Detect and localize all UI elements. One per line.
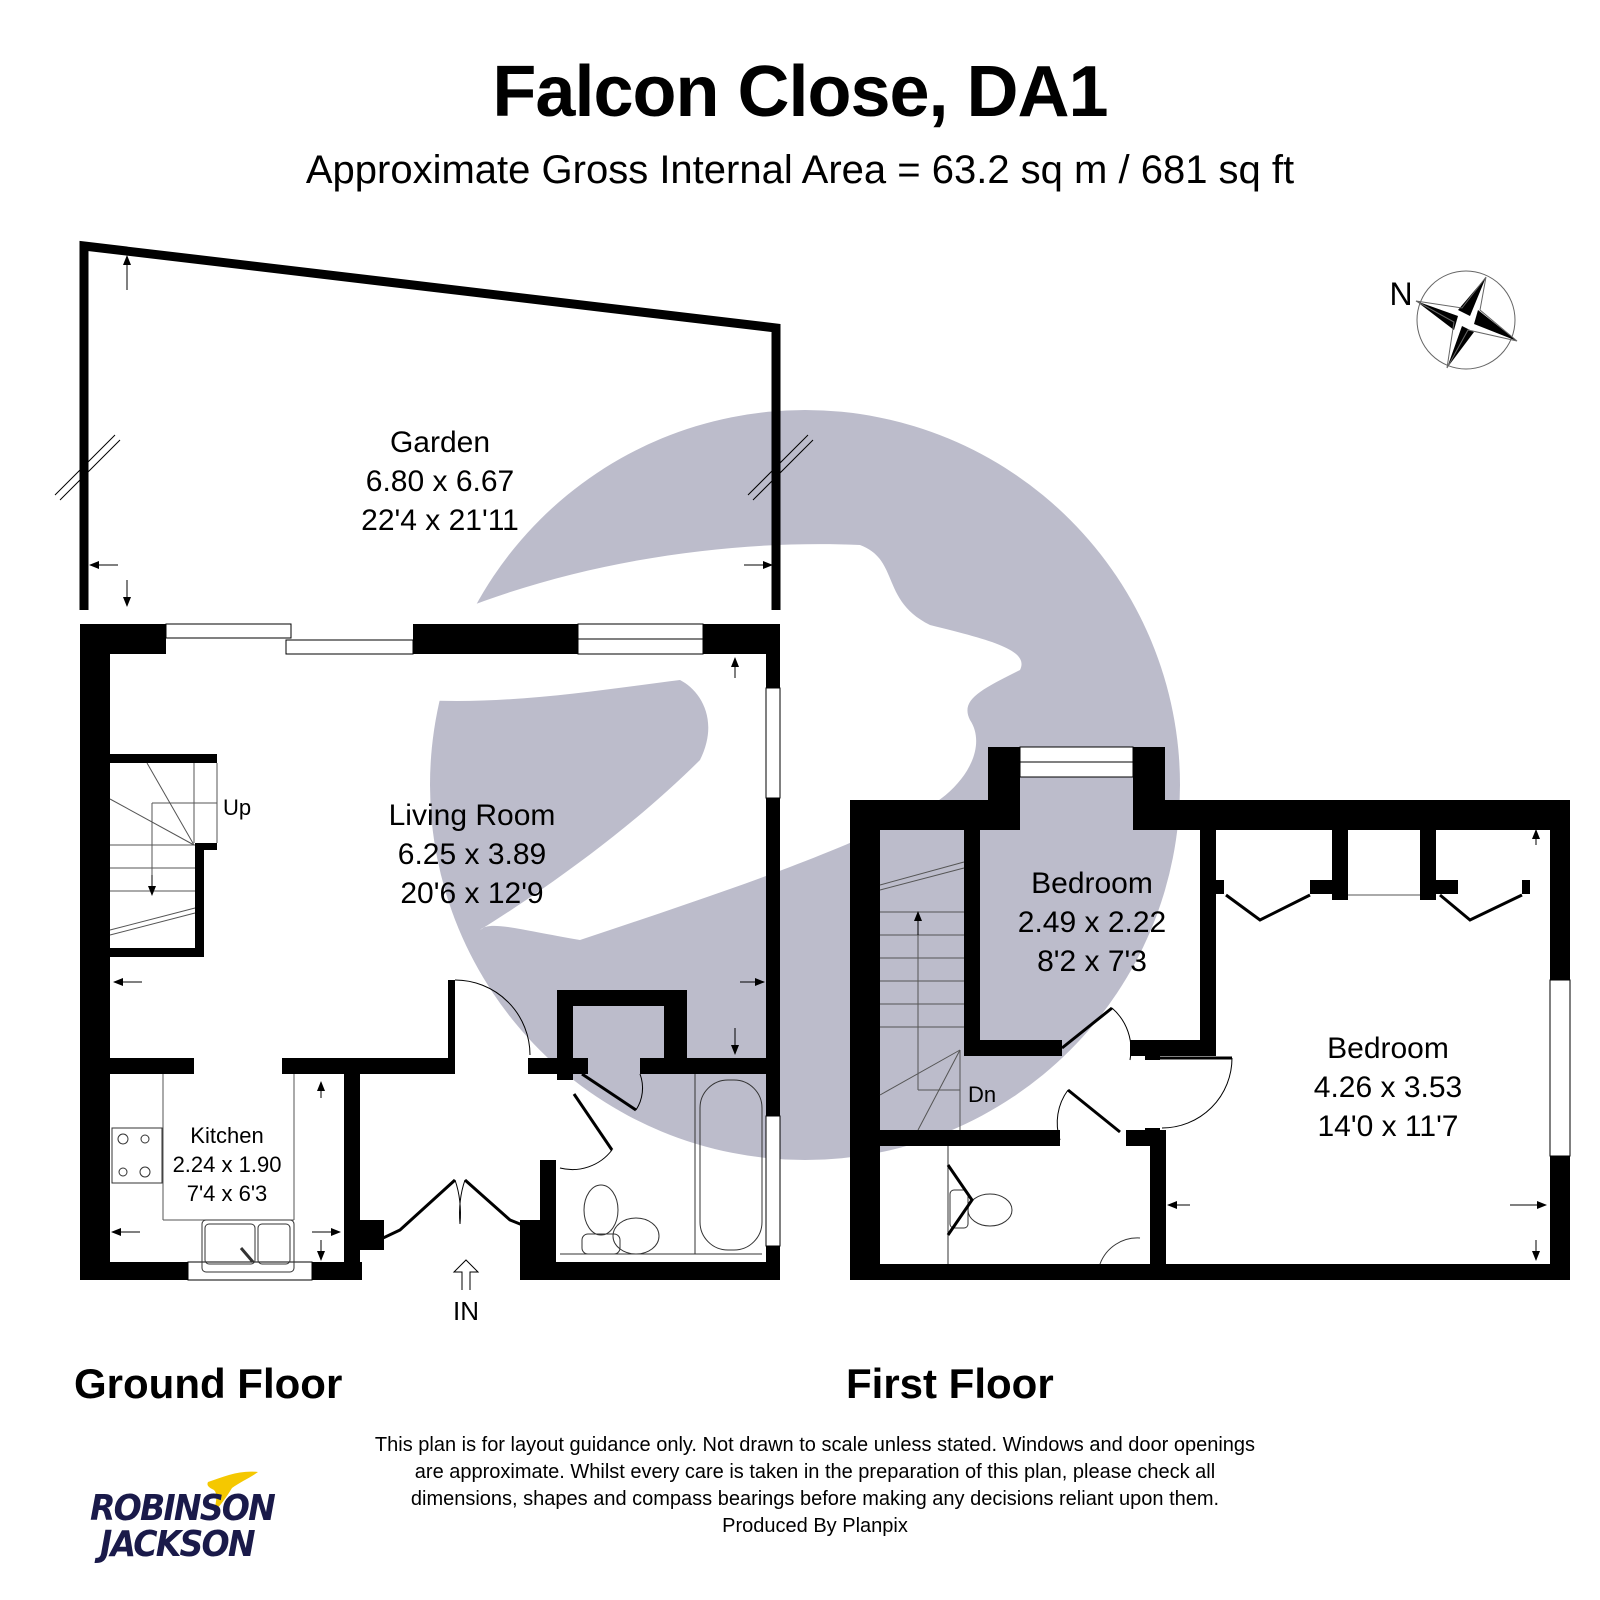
gross-area-subtitle: Approximate Gross Internal Area = 63.2 s… <box>305 148 1295 192</box>
living-room-name: Living Room <box>389 799 556 832</box>
toilet-icon <box>583 1184 619 1236</box>
bedroom-1-metric: 4.26 x 3.53 <box>1314 1071 1462 1104</box>
living-room-imperial: 20'6 x 12'9 <box>400 877 543 910</box>
stairs-up-label: Up <box>223 795 251 820</box>
disclaimer-line: dimensions, shapes and compass bearings … <box>410 1488 1220 1510</box>
stairs-down-label: Dn <box>968 1082 996 1107</box>
basin-icon <box>612 1217 660 1255</box>
bedroom-2-imperial: 8'2 x 7'3 <box>1037 945 1147 978</box>
bedroom-1-imperial: 14'0 x 11'7 <box>1317 1110 1458 1143</box>
garden-metric: 6.80 x 6.67 <box>366 465 514 498</box>
wc-toilet-icon <box>967 1193 1013 1227</box>
garden-name: Garden <box>390 426 490 459</box>
entrance-arrow-icon <box>452 1259 480 1290</box>
hob-icon <box>111 1127 163 1184</box>
disclaimer-text: This plan is for layout guidance only. N… <box>320 1432 1310 1540</box>
compass-rose-icon: N <box>1389 270 1518 370</box>
bathtub-icon <box>699 1079 763 1251</box>
swallow-bird-icon <box>207 1471 258 1512</box>
wc-basin-icon <box>1099 1237 1141 1265</box>
page-title: Falcon Close, DA1 <box>492 52 1108 132</box>
ground-floor-plan: Up <box>54 240 814 1326</box>
kitchen-name: Kitchen <box>190 1123 263 1148</box>
logo-line-2: JACKSON <box>100 1524 256 1565</box>
watermark-logo-icon <box>417 410 1180 1160</box>
living-room-metric: 6.25 x 3.89 <box>398 838 546 871</box>
first-floor-plan: Dn Bedroom 2.49 x 2.22 8'2 x 7'3 Bedroom… <box>850 746 1571 1280</box>
ground-floor-label: Ground Floor <box>74 1360 343 1407</box>
disclaimer-line: are approximate. Whilst every care is ta… <box>414 1461 1216 1483</box>
logo-line-1: ROBINSON <box>90 1488 276 1529</box>
bedroom-2-name: Bedroom <box>1031 867 1153 900</box>
entrance-label: IN <box>453 1296 479 1326</box>
robinson-jackson-logo: ROBINSON JACKSON <box>90 1458 290 1564</box>
bedroom-2-metric: 2.49 x 2.22 <box>1018 906 1166 939</box>
first-floor-label: First Floor <box>846 1360 1054 1407</box>
sink-icon <box>201 1219 295 1273</box>
produced-by-line: Produced By Planpix <box>722 1515 908 1537</box>
disclaimer-line: This plan is for layout guidance only. N… <box>374 1434 1256 1456</box>
kitchen-imperial: 7'4 x 6'3 <box>187 1181 268 1206</box>
bedroom-1-name: Bedroom <box>1327 1032 1449 1065</box>
kitchen-metric: 2.24 x 1.90 <box>173 1152 282 1177</box>
compass-north-label: N <box>1389 276 1412 312</box>
garden-imperial: 22'4 x 21'11 <box>361 504 519 537</box>
